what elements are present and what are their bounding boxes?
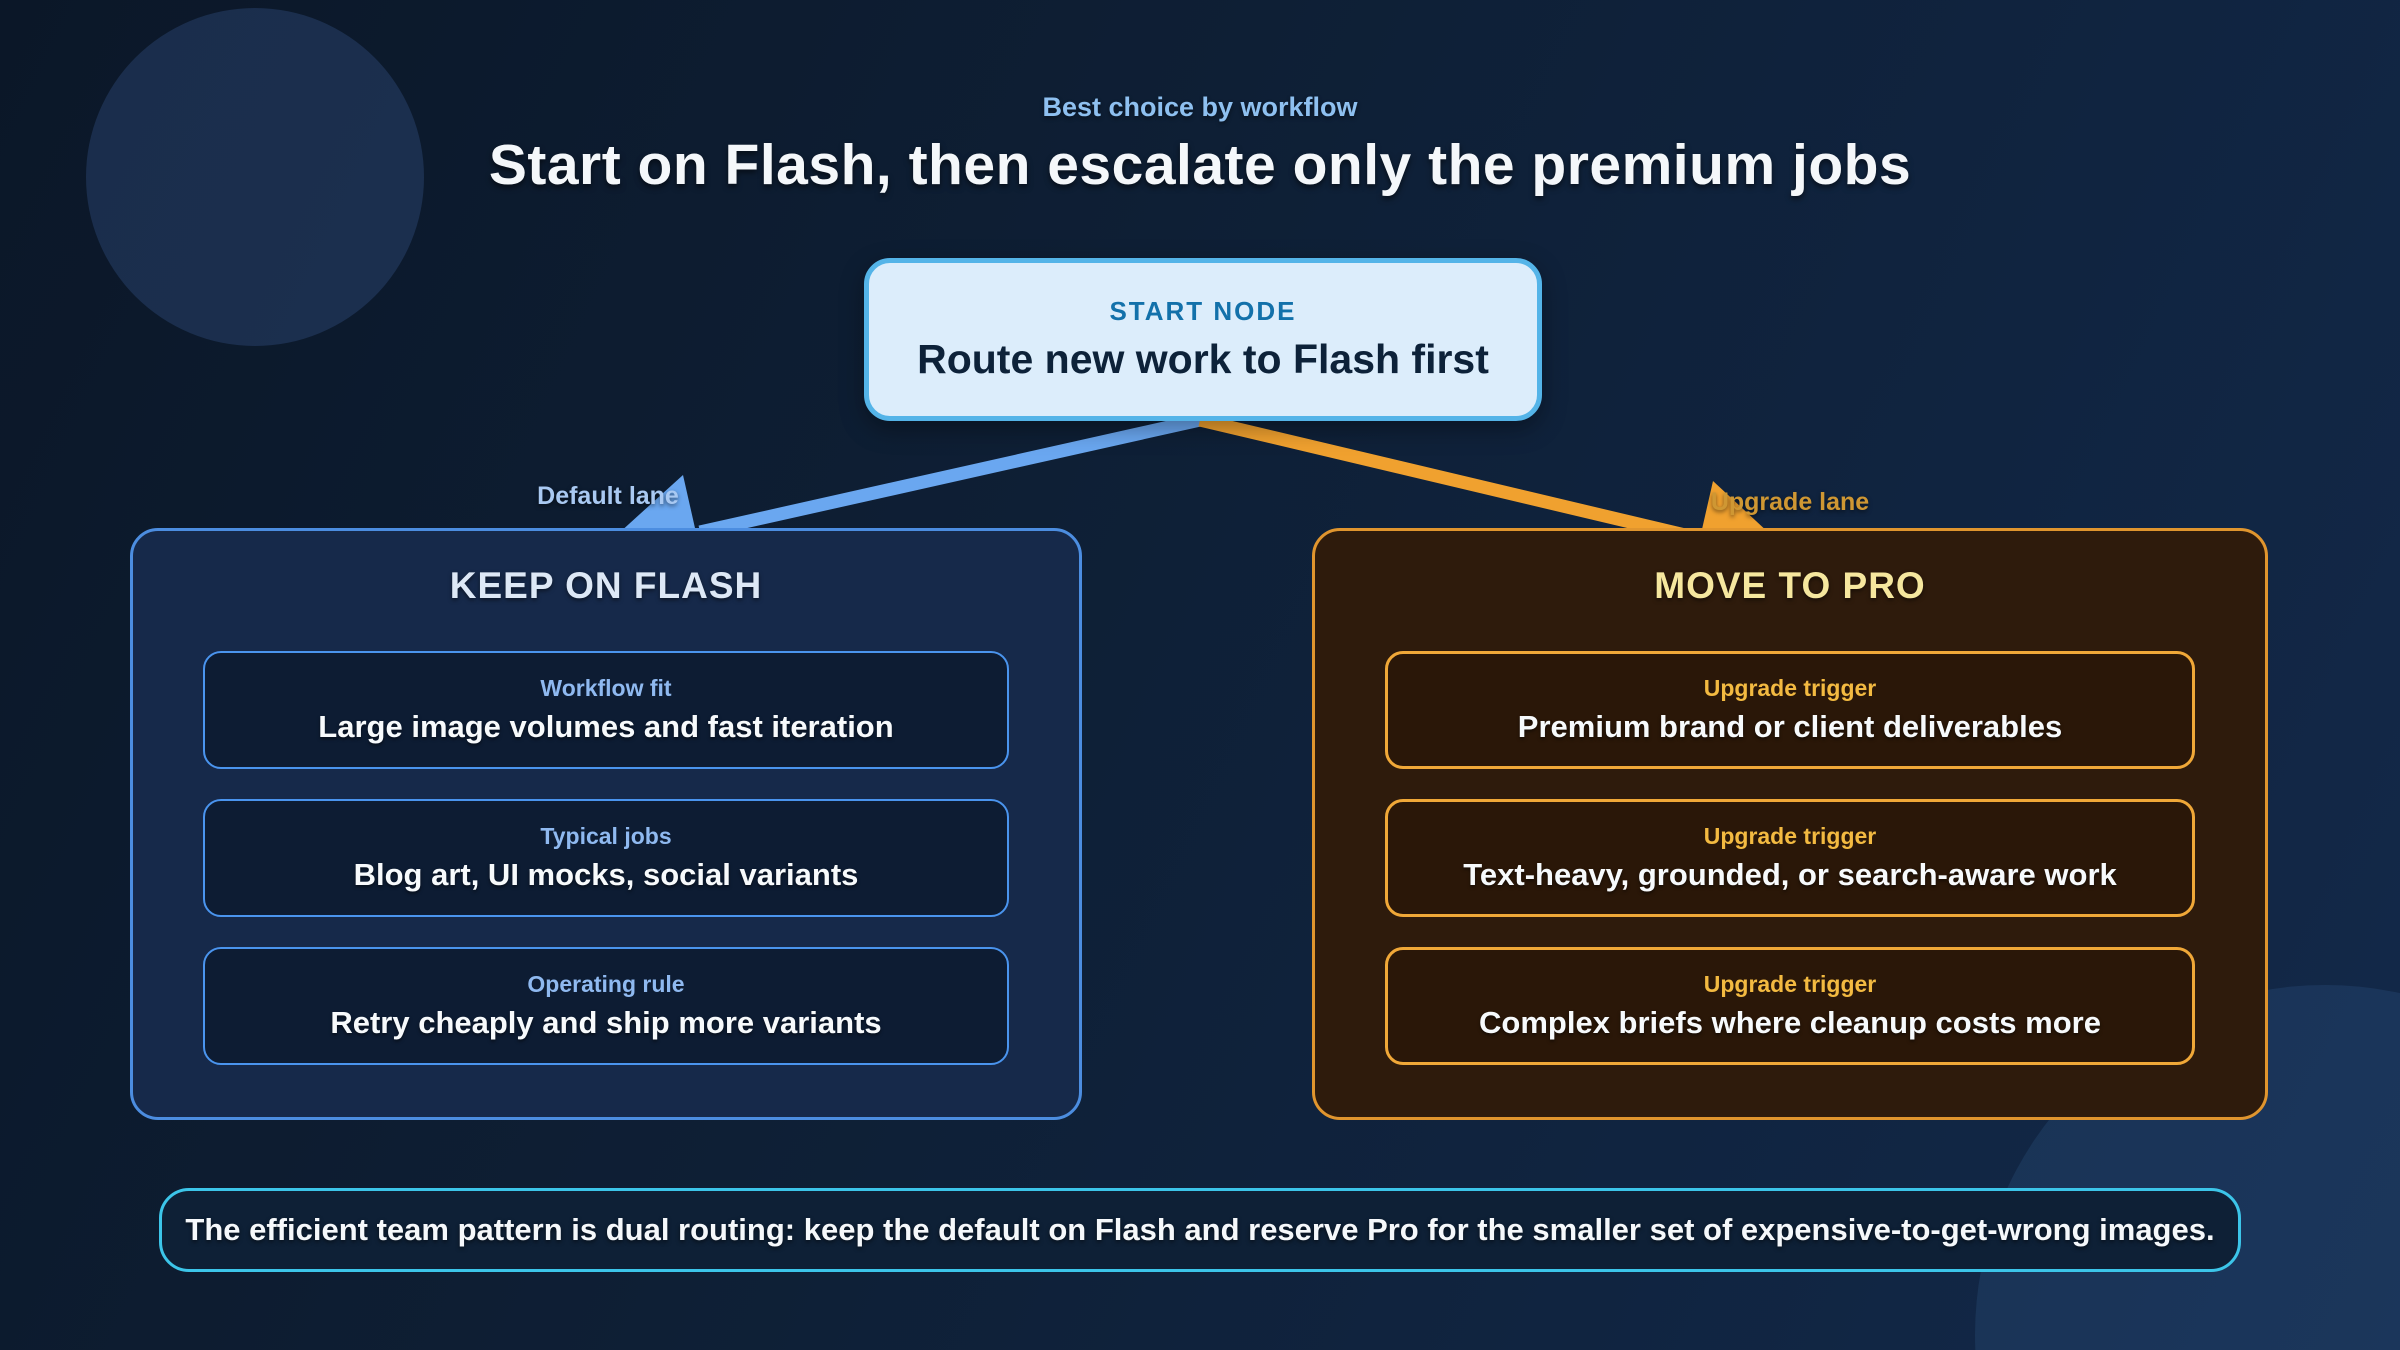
card-label: Upgrade trigger: [1703, 675, 1877, 701]
start-node-label: START NODE: [1109, 296, 1297, 326]
pro-arrow-line: [1198, 413, 1708, 547]
pro-card: Upgrade trigger Premium brand or client …: [1385, 651, 2195, 769]
card-text: Retry cheaply and ship more variants: [330, 1005, 882, 1040]
pro-card: Upgrade trigger Complex briefs where cle…: [1385, 947, 2195, 1065]
lane-label-upgrade: Upgrade lane: [1710, 488, 1870, 516]
card-text: Complex briefs where cleanup costs more: [1479, 1005, 2101, 1040]
card-label: Typical jobs: [540, 823, 672, 849]
card-text: Blog art, UI mocks, social variants: [353, 857, 859, 892]
pro-panel: MOVE TO PRO Upgrade trigger Premium bran…: [1312, 528, 2268, 1120]
card-label: Workflow fit: [540, 675, 672, 701]
bg-circle-top-left: [86, 8, 424, 346]
footer-note: The efficient team pattern is dual routi…: [0, 1188, 2400, 1272]
flash-card-list: Workflow fit Large image volumes and fas…: [203, 651, 1009, 1065]
card-text: Large image volumes and fast iteration: [318, 709, 894, 744]
start-node: START NODE Route new work to Flash first: [864, 258, 1542, 421]
pro-card-list: Upgrade trigger Premium brand or client …: [1385, 651, 2195, 1065]
pro-panel-title: MOVE TO PRO: [1654, 565, 1926, 606]
flash-card: Operating rule Retry cheaply and ship mo…: [203, 947, 1009, 1065]
footer-note-text: The efficient team pattern is dual routi…: [185, 1212, 2215, 1247]
card-text: Text-heavy, grounded, or search-aware wo…: [1463, 857, 2117, 892]
flash-panel: KEEP ON FLASH Workflow fit Large image v…: [130, 528, 1082, 1120]
lane-label-default: Default lane: [537, 482, 679, 510]
card-label: Upgrade trigger: [1703, 971, 1877, 997]
flash-card: Typical jobs Blog art, UI mocks, social …: [203, 799, 1009, 917]
start-node-text: Route new work to Flash first: [917, 336, 1489, 382]
card-label: Operating rule: [527, 971, 685, 997]
page-title: Start on Flash, then escalate only the p…: [488, 133, 1912, 197]
flash-arrow-line: [698, 413, 1202, 539]
eyebrow-label: Best choice by workflow: [1042, 92, 1358, 122]
card-text: Premium brand or client deliverables: [1517, 709, 2063, 744]
footer-note-pill: [159, 1188, 2241, 1272]
pro-card: Upgrade trigger Text-heavy, grounded, or…: [1385, 799, 2195, 917]
flash-panel-title: KEEP ON FLASH: [449, 565, 763, 606]
flash-card: Workflow fit Large image volumes and fas…: [203, 651, 1009, 769]
card-label: Upgrade trigger: [1703, 823, 1877, 849]
